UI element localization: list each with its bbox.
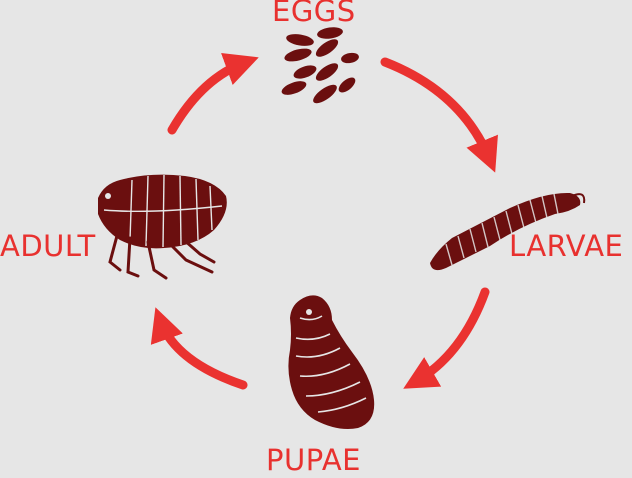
eggs-icon xyxy=(281,27,359,104)
stage-label-larvae: LARVAE xyxy=(509,229,624,263)
arrow-pupae-to-adult xyxy=(150,307,248,390)
arrow-adult-to-eggs xyxy=(167,53,259,135)
larva-icon xyxy=(430,192,586,271)
pupa-icon xyxy=(288,295,375,429)
adult-flea-icon xyxy=(98,174,227,280)
stage-label-eggs: EGGS xyxy=(272,0,356,28)
arrow-eggs-to-larvae xyxy=(380,57,498,173)
cycle-arrows xyxy=(150,53,498,390)
stage-label-adult: ADULT xyxy=(0,229,96,263)
arrow-larvae-to-pupae xyxy=(403,287,490,389)
stage-label-pupae: PUPAE xyxy=(266,443,362,477)
